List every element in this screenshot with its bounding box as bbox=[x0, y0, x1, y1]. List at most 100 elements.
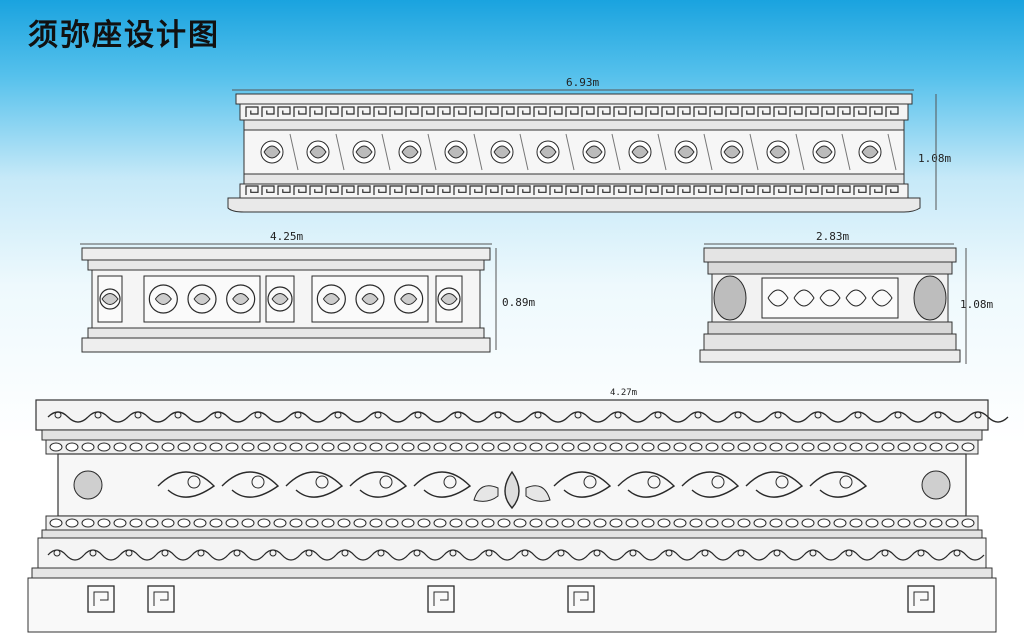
bead bbox=[625, 518, 639, 528]
scroll-wave-curl bbox=[494, 411, 502, 419]
bead bbox=[753, 442, 767, 452]
base-plinth bbox=[699, 349, 961, 363]
bead-band-bottom bbox=[87, 327, 485, 339]
scroll-wave bbox=[607, 411, 649, 423]
meander-unit bbox=[437, 185, 451, 195]
scroll-wave-curl bbox=[814, 411, 822, 419]
bead bbox=[337, 442, 351, 452]
scroll-wave bbox=[687, 411, 729, 423]
meander-unit bbox=[725, 185, 739, 195]
bead bbox=[161, 442, 175, 452]
bead bbox=[417, 518, 431, 528]
bead bbox=[321, 518, 335, 528]
scroll-tendril-curl bbox=[647, 475, 661, 489]
scroll-wave bbox=[127, 411, 169, 423]
meander-pattern-bottom bbox=[245, 185, 899, 195]
scroll-wave bbox=[335, 549, 373, 561]
meander-unit bbox=[421, 185, 435, 195]
scroll-wave bbox=[227, 549, 265, 561]
scroll-leaf bbox=[361, 293, 379, 305]
scroll-wave bbox=[515, 549, 553, 561]
meander-pattern-top bbox=[245, 106, 899, 117]
bead bbox=[369, 518, 383, 528]
bead bbox=[81, 442, 95, 452]
symbol-banner-line bbox=[289, 133, 299, 171]
bead bbox=[465, 442, 479, 452]
meander-unit bbox=[373, 106, 387, 117]
meander-unit bbox=[741, 185, 755, 195]
meander-unit bbox=[645, 106, 659, 117]
meander-unit bbox=[565, 185, 579, 195]
top-cornice bbox=[81, 247, 491, 261]
meander-unit bbox=[693, 106, 707, 117]
scroll-motif-relief bbox=[97, 275, 463, 323]
bead bbox=[305, 518, 319, 528]
width-label-medium: 4.25m bbox=[270, 230, 304, 243]
bead bbox=[801, 518, 815, 528]
scroll-wave-curl bbox=[197, 549, 205, 557]
scroll-wave-curl bbox=[894, 411, 902, 419]
molding-1 bbox=[41, 429, 983, 441]
meander-unit bbox=[293, 106, 307, 117]
scroll-wave-curl bbox=[773, 549, 781, 557]
meander-unit bbox=[821, 185, 835, 195]
meander-unit bbox=[709, 185, 723, 195]
scroll-leaf bbox=[322, 293, 340, 305]
bead bbox=[689, 518, 703, 528]
scroll-tendril-curl bbox=[711, 475, 725, 489]
bead bbox=[929, 518, 943, 528]
scroll-wave-curl bbox=[294, 411, 302, 419]
scroll-pattern-bottom bbox=[47, 549, 985, 561]
meander-unit bbox=[773, 106, 787, 117]
scroll-wave bbox=[327, 411, 369, 423]
bead bbox=[721, 518, 735, 528]
bead bbox=[673, 442, 687, 452]
bead bbox=[561, 442, 575, 452]
meander-foot bbox=[427, 585, 455, 613]
pedestal-drawing-medium bbox=[80, 243, 497, 353]
bead bbox=[145, 442, 159, 452]
molding-2 bbox=[41, 529, 983, 539]
meander-unit bbox=[245, 185, 259, 195]
scroll-wave bbox=[551, 549, 589, 561]
symbol-petal bbox=[263, 145, 281, 159]
scroll-wave-curl bbox=[254, 411, 262, 419]
scroll-circle bbox=[226, 284, 256, 314]
meander-unit bbox=[757, 185, 771, 195]
scroll-wave-curl bbox=[54, 411, 62, 419]
scroll-wave bbox=[911, 549, 949, 561]
bead bbox=[577, 518, 591, 528]
meander-unit bbox=[277, 185, 291, 195]
bead bbox=[257, 442, 271, 452]
bead bbox=[161, 518, 175, 528]
symbol-petal bbox=[769, 145, 787, 159]
meander-unit bbox=[837, 185, 851, 195]
symbol-banner-line bbox=[795, 133, 805, 171]
bead bbox=[209, 518, 223, 528]
meander-unit bbox=[357, 106, 371, 117]
bead bbox=[641, 518, 655, 528]
scroll-wave-curl bbox=[917, 549, 925, 557]
scroll-wave-curl bbox=[654, 411, 662, 419]
scroll-wave bbox=[443, 549, 481, 561]
scroll-wave bbox=[947, 549, 985, 561]
meander-unit bbox=[373, 185, 387, 195]
bead bbox=[177, 442, 191, 452]
scroll-tendril bbox=[553, 471, 612, 498]
scroll-leaf bbox=[101, 293, 119, 305]
bead bbox=[913, 518, 927, 528]
top-cornice bbox=[703, 247, 957, 263]
bead bbox=[129, 442, 143, 452]
scroll-tendril bbox=[221, 471, 280, 498]
scroll-wave-curl bbox=[845, 549, 853, 557]
molding-3 bbox=[31, 567, 993, 579]
bead bbox=[113, 442, 127, 452]
lotus-scroll-relief bbox=[73, 470, 951, 510]
meander-unit bbox=[277, 106, 291, 117]
scroll-wave bbox=[155, 549, 193, 561]
scroll-wave bbox=[527, 411, 569, 423]
scroll-wave-curl bbox=[665, 549, 673, 557]
scroll-tendril bbox=[681, 471, 740, 498]
meander-unit bbox=[741, 106, 755, 117]
meander-unit bbox=[517, 185, 531, 195]
